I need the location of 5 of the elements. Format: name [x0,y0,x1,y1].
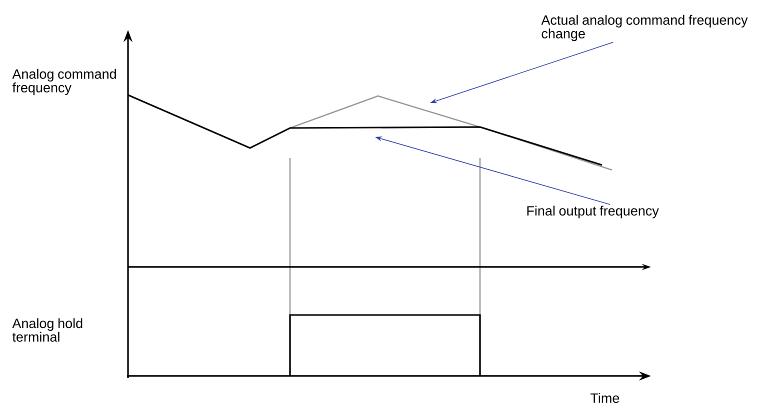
callout-text: Final output frequency [527,206,659,218]
axis-label: Time [590,393,620,403]
axis-label: Analog hold terminal [12,318,82,342]
callout-text: Actual analog command frequency change [541,14,748,42]
axis-label: Analog command frequency [12,68,116,96]
